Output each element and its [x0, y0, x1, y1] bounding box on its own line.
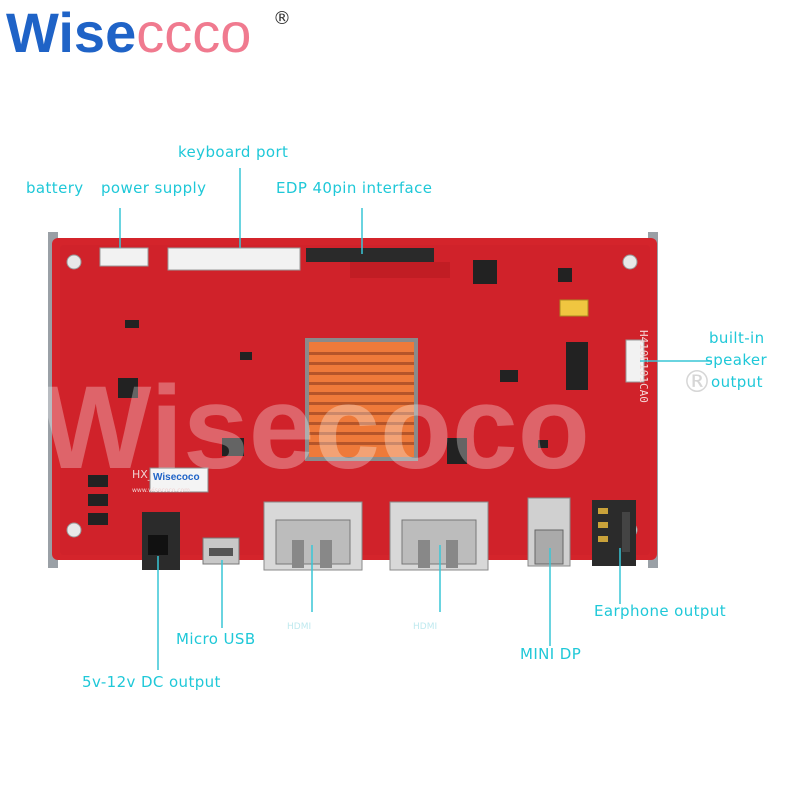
pcb-board: H410E101CA0 HX_ Wisecoco www.wisecoco.co…: [48, 232, 658, 571]
earphone-jack: [592, 500, 636, 566]
earphone-output-label: Earphone output: [594, 602, 727, 620]
watermark-registered-mark: ®: [682, 365, 712, 400]
heatsink: [305, 338, 418, 461]
edp-interface-label: EDP 40pin interface: [276, 179, 433, 197]
dc-output-label: 5v-12v DC output: [82, 673, 221, 691]
board-url: www.wisecoco.com: [132, 487, 190, 494]
watermark: Wisecoco: [40, 362, 590, 494]
power-supply-label: power supply: [101, 179, 207, 197]
brand-prefix: Wise: [6, 1, 136, 64]
micro-usb-label: Micro USB: [176, 630, 256, 648]
hdmi-label-2: HDMI: [413, 622, 438, 632]
hdmi-label-1: HDMI: [287, 622, 312, 632]
micro-usb-port: [202, 537, 240, 565]
brand-registered-mark: ®: [273, 8, 291, 29]
brand-suffix: ccco: [136, 1, 251, 64]
speaker-label-line3: output: [711, 373, 763, 391]
leader-lines: [119, 168, 712, 670]
hdmi-port-1: [263, 501, 363, 571]
dc-jack: [142, 512, 180, 570]
speaker-label-line1: built-in: [709, 329, 765, 347]
model-marking: H410E101CA0: [637, 330, 650, 403]
speaker-label-line2: speaker: [705, 351, 768, 369]
board-logo: Wisecoco: [153, 472, 200, 483]
keyboard-port-label: keyboard port: [178, 143, 289, 161]
hdmi-port-2: [389, 501, 489, 571]
hx-marking: HX_: [132, 468, 154, 481]
brand-logo: Wiseccco: [6, 1, 251, 64]
mini-dp-port: [527, 497, 571, 567]
mini-dp-label: MINI DP: [520, 645, 582, 663]
battery-label: battery: [26, 179, 84, 197]
